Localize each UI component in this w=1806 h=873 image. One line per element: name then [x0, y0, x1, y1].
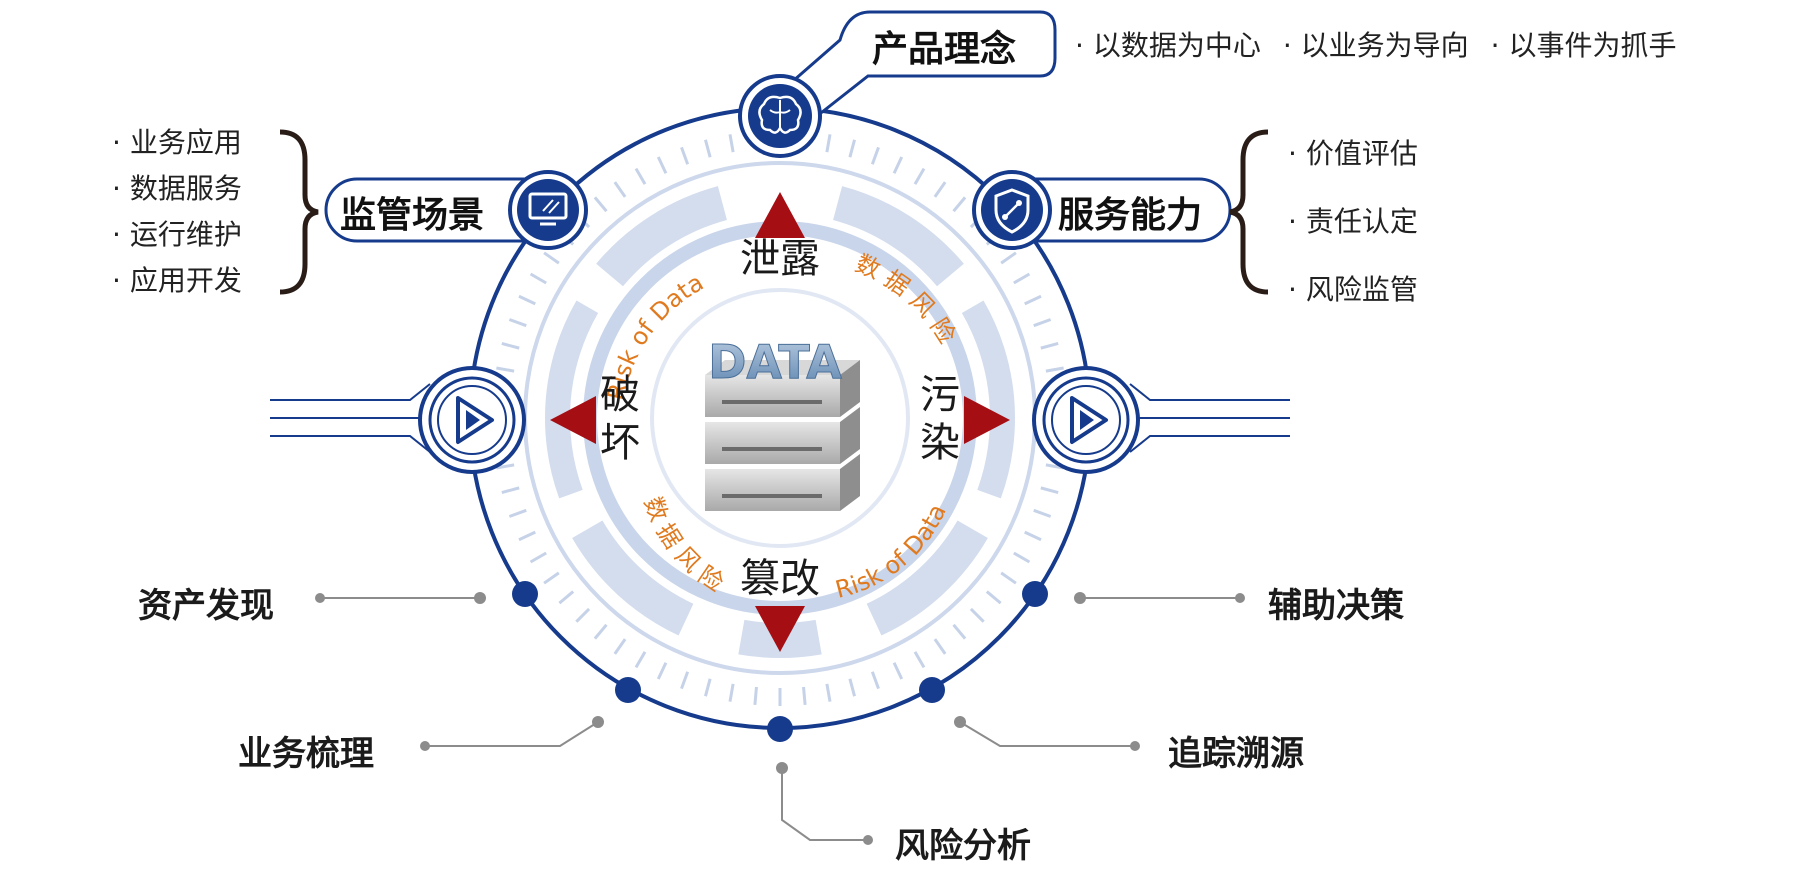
risk-arrows: [550, 192, 1010, 652]
data-logo-text: DATA: [708, 335, 842, 389]
arrow-right: [964, 396, 1010, 444]
supervision-item: 应用开发: [112, 258, 242, 304]
service-item: 责任认定: [1288, 188, 1418, 256]
concept-list: 以数据为中心以业务为导向以事件为抓手: [1075, 24, 1698, 64]
supervision-list: 业务应用 数据服务 运行维护 应用开发: [112, 120, 242, 304]
concept-item: 以事件为抓手: [1491, 29, 1677, 62]
capability-business-sorting: 业务梳理: [238, 734, 374, 774]
supervision-item: 数据服务: [112, 166, 242, 212]
play-circle-icon: [1032, 366, 1140, 474]
node-decision: [1022, 581, 1048, 607]
capability-connectors: [320, 597, 1240, 841]
arrow-down: [755, 606, 805, 652]
node-risk: [767, 716, 793, 742]
connector-endpoints: [315, 592, 1245, 845]
capability-decision-support: 辅助决策: [1268, 586, 1404, 626]
risk-destroy-label: 破坏: [600, 372, 640, 466]
concept-title: 产品理念: [872, 29, 1017, 70]
left-brace: [279, 129, 319, 295]
brain-icon: [738, 74, 822, 158]
service-item: 价值评估: [1288, 120, 1418, 188]
server-stack-icon: DATA: [705, 335, 860, 511]
capability-trace-source: 追踪溯源: [1168, 734, 1304, 774]
service-item: 风险监管: [1288, 256, 1418, 324]
side-lines-right: [1129, 383, 1290, 453]
concept-pill: [784, 10, 1057, 122]
play-circle-icon: [418, 366, 526, 474]
capability-risk-analysis: 风险分析: [895, 826, 1031, 866]
shield-icon: [972, 170, 1052, 250]
concept-item: 以业务为导向: [1283, 29, 1469, 62]
risk-tamper-label: 篡改: [740, 556, 820, 602]
side-lines-left: [270, 383, 431, 453]
arrow-left: [550, 396, 596, 444]
risk-leak-label: 泄露: [740, 236, 820, 282]
supervision-title: 监管场景: [340, 195, 485, 236]
supervision-item: 运行维护: [112, 212, 242, 258]
risk-pollute-label: 污染: [920, 372, 960, 466]
monitor-icon: [508, 170, 588, 250]
node-trace: [919, 677, 945, 703]
node-asset: [512, 581, 538, 607]
arrow-up: [755, 192, 805, 238]
right-brace: [1229, 129, 1269, 295]
concept-item: 以数据为中心: [1075, 29, 1261, 62]
tick-ring: [492, 130, 1068, 706]
ring-nodes: [512, 581, 1048, 742]
node-business: [615, 677, 641, 703]
service-title: 服务能力: [1058, 195, 1203, 236]
service-list: 价值评估 责任认定 风险监管: [1288, 120, 1418, 324]
segment-ring: [545, 186, 1015, 659]
supervision-item: 业务应用: [112, 120, 242, 166]
capability-asset-discovery: 资产发现: [138, 586, 274, 626]
